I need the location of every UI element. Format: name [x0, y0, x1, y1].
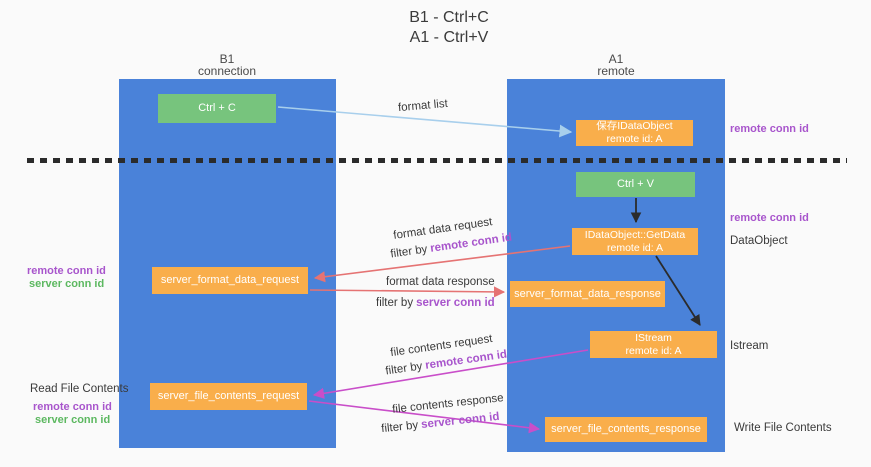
write-file-contents-annotation: Write File Contents	[734, 422, 832, 434]
remote-conn-id-annotation-top-right: remote conn id	[730, 123, 809, 135]
istream-box: IStream remote id: A	[590, 331, 717, 358]
dataobject-annotation: DataObject	[730, 235, 788, 247]
remote-conn-id-annotation-left-1: remote conn id	[27, 265, 106, 277]
getdata-line2: remote id: A	[606, 241, 664, 254]
left-column-role: connection	[197, 64, 257, 78]
title-line-2: A1 - Ctrl+V	[409, 29, 489, 46]
server-format-data-request-box: server_format_data_request	[152, 267, 308, 294]
server-conn-id-text: server conn id	[416, 297, 495, 309]
ctrl-c-label: Ctrl + C	[198, 102, 236, 114]
filter-by-prefix: filter by	[384, 360, 424, 378]
filter-by-prefix: filter by	[389, 243, 429, 261]
right-column-name: A1	[608, 52, 624, 66]
idataobject-getdata-box: IDataObject::GetData remote id: A	[572, 228, 698, 255]
server-file-contents-response-box: server_file_contents_response	[545, 417, 707, 442]
istream-annotation: Istream	[730, 340, 769, 352]
saved-idataobject-line1: 保存IDataObject	[596, 120, 673, 132]
server-conn-id-annotation-left-1: server conn id	[29, 278, 105, 290]
format-list-label: format list	[397, 97, 449, 115]
diagram-title: B1 - Ctrl+C A1 - Ctrl+V	[409, 8, 489, 48]
ctrl-c-box: Ctrl + C	[158, 94, 276, 123]
right-column-header: A1 remote	[597, 53, 634, 77]
server-conn-id-text: server conn id	[420, 410, 501, 431]
format-data-response-arrow	[309, 286, 506, 298]
phase-separator-dashed-line	[27, 158, 847, 163]
read-file-contents-annotation: Read File Contents	[30, 383, 129, 395]
right-column-role: remote	[597, 64, 635, 78]
title-line-1: B1 - Ctrl+C	[409, 9, 489, 26]
remote-conn-id-annotation-left-2: remote conn id	[33, 401, 112, 413]
ctrl-v-box: Ctrl + V	[576, 172, 695, 197]
server-file-contents-request-label: server_file_contents_request	[157, 390, 300, 402]
remote-conn-id-annotation-mid-right: remote conn id	[730, 212, 809, 224]
left-column-name: B1	[219, 52, 235, 66]
filter-by-prefix: filter by	[380, 419, 419, 436]
saved-idataobject-box: 保存IDataObject remote id: A	[576, 120, 693, 146]
filter-by-prefix: filter by	[376, 297, 414, 309]
getdata-line1: IDataObject::GetData	[584, 228, 686, 241]
saved-idataobject-line2: remote id: A	[606, 133, 663, 145]
format-data-response-label: format data response	[386, 276, 495, 288]
server-file-contents-request-box: server_file_contents_request	[150, 383, 307, 410]
ctrl-v-label: Ctrl + V	[617, 178, 654, 190]
server-file-contents-response-label: server_file_contents_response	[551, 423, 701, 435]
istream-line2: remote id: A	[625, 344, 682, 357]
server-format-data-response-label: server_format_data_response	[514, 287, 661, 300]
server-format-data-response-box: server_format_data_response	[510, 281, 665, 307]
istream-line1: IStream	[635, 331, 672, 344]
left-column-header: B1 connection	[198, 53, 256, 77]
server-format-data-request-label: server_format_data_request	[160, 274, 300, 286]
server-conn-id-annotation-left-2: server conn id	[35, 414, 111, 426]
